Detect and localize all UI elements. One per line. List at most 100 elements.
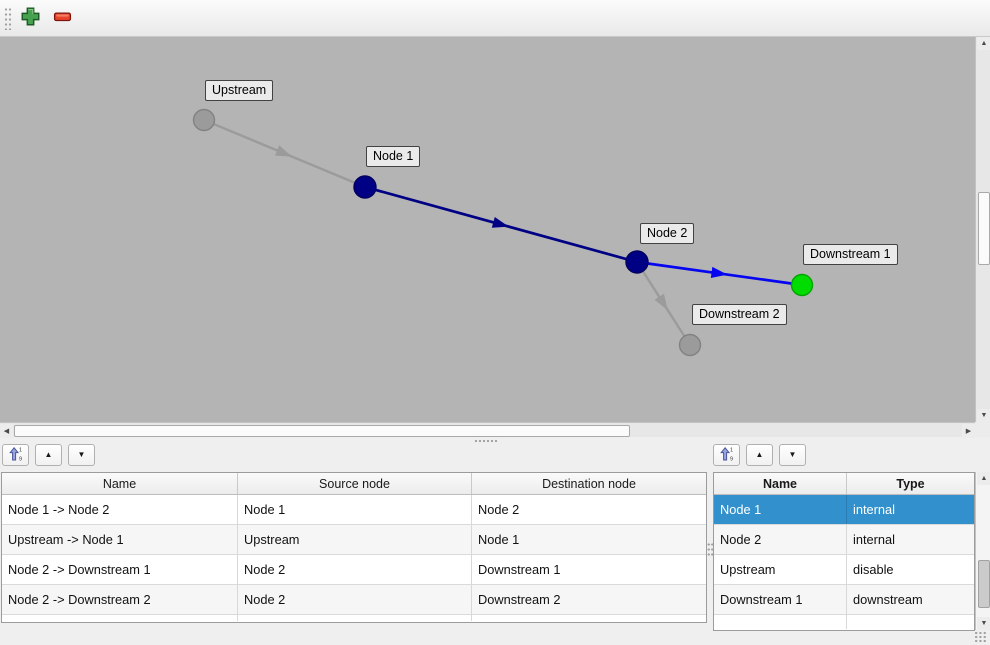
edge-arrow-icon	[491, 216, 509, 228]
scroll-up-button[interactable]: ▲	[977, 37, 990, 50]
edge-arrow-icon	[710, 266, 728, 278]
node-list-move-up-button[interactable]: ▲	[746, 444, 773, 466]
node-label-downstream2[interactable]: Downstream 2	[692, 304, 787, 325]
table-cell[interactable]: Node 1 -> Node 2	[2, 495, 238, 524]
table-cell[interactable]: Node 2	[714, 525, 847, 554]
table-cell[interactable]: Node 2 -> Downstream 1	[2, 555, 238, 584]
node-list-move-down-button[interactable]: ▼	[779, 444, 806, 466]
table-cell[interactable]: Node 1	[238, 495, 472, 524]
column-header-source-node[interactable]: Source node	[238, 473, 472, 494]
table-cell[interactable]: Upstream -> Node 1	[2, 525, 238, 554]
table-cell[interactable]: Node 2	[238, 555, 472, 584]
node-node2[interactable]	[625, 250, 649, 274]
empty-cell	[238, 615, 472, 621]
add-node-button[interactable]	[17, 5, 43, 31]
scroll-down-button[interactable]: ▼	[977, 409, 990, 422]
horizontal-scrollbar-thumb[interactable]	[14, 425, 630, 437]
scroll-up-button[interactable]: ▲	[977, 472, 990, 485]
empty-cell	[2, 615, 238, 621]
column-header-name[interactable]: Name	[2, 473, 238, 494]
node-table-row[interactable]: Node 2 internal	[714, 525, 974, 555]
node-label-node1[interactable]: Node 1	[366, 146, 421, 167]
column-header-name[interactable]: Name	[714, 473, 847, 494]
edge-list-move-up-button[interactable]: ▲	[35, 444, 62, 466]
column-header-type[interactable]: Type	[896, 476, 925, 491]
splitter-grip	[474, 439, 498, 443]
column-header-destination-node[interactable]: Destination node	[542, 476, 636, 491]
table-cell[interactable]: disable	[853, 562, 894, 577]
node-label-downstream1[interactable]: Downstream 1	[803, 244, 898, 265]
move-down-icon: ▼	[77, 450, 86, 459]
main-toolbar	[0, 0, 990, 37]
table-cell[interactable]: Upstream	[714, 555, 847, 584]
edge-table-empty-area	[2, 615, 706, 621]
node-label-node2[interactable]: Node 2	[640, 223, 695, 244]
node-downstream2[interactable]	[678, 333, 702, 357]
scroll-down-button[interactable]: ▼	[977, 617, 990, 630]
move-down-icon: ▼	[788, 450, 797, 459]
remove-node-button[interactable]	[49, 5, 75, 31]
window-resize-grip[interactable]	[974, 631, 987, 643]
table-cell[interactable]: internal	[853, 502, 895, 517]
node-label-upstream[interactable]: Upstream	[205, 80, 274, 101]
table-cell[interactable]: downstream	[853, 592, 923, 607]
table-cell[interactable]: Downstream 1	[714, 585, 847, 614]
vertical-scrollbar-thumb[interactable]	[978, 560, 990, 608]
svg-text:1: 1	[730, 447, 733, 453]
table-cell[interactable]: Node 1	[478, 532, 520, 547]
plus-icon	[21, 7, 40, 29]
node-node1[interactable]	[353, 175, 377, 199]
empty-cell	[472, 615, 706, 621]
down-arrow-icon: ▼	[980, 412, 988, 419]
edge-list-move-down-button[interactable]: ▼	[68, 444, 95, 466]
table-cell[interactable]: Upstream	[238, 525, 472, 554]
node-table-row[interactable]: Upstream disable	[714, 555, 974, 585]
table-cell[interactable]: Node 2 -> Downstream 2	[2, 585, 238, 614]
svg-text:9: 9	[730, 456, 733, 461]
table-splitter[interactable]	[706, 472, 714, 622]
up-arrow-icon: ▲	[980, 475, 988, 482]
empty-cell	[714, 615, 847, 629]
table-cell[interactable]: Node 2	[478, 502, 520, 517]
vertical-scrollbar-thumb[interactable]	[978, 192, 990, 265]
horizontal-pane-splitter[interactable]	[0, 437, 990, 444]
empty-cell	[847, 615, 974, 629]
down-arrow-icon: ▼	[980, 620, 988, 627]
left-arrow-icon: ◀	[3, 428, 10, 435]
edge-arrow-icon	[654, 293, 668, 311]
graph-vertical-scrollbar[interactable]: ▲ ▼	[975, 37, 990, 422]
node-table-row-selected[interactable]: Node 1 internal	[714, 495, 974, 525]
node-upstream[interactable]	[192, 108, 216, 132]
graph-horizontal-scrollbar[interactable]: ◀ ▶	[0, 422, 975, 438]
edge-arrow-icon	[274, 145, 292, 157]
table-cell[interactable]: Node 2	[238, 585, 472, 614]
node-table-empty-area	[714, 615, 974, 629]
move-up-icon: ▲	[44, 450, 53, 459]
node-table-scrollbar[interactable]: ▲ ▼	[975, 472, 990, 630]
scroll-left-button[interactable]: ◀	[0, 424, 13, 438]
scroll-right-button[interactable]: ▶	[962, 424, 975, 438]
table-cell[interactable]: Downstream 1	[478, 562, 561, 577]
node-table-header: Name Type	[714, 473, 974, 495]
network-diagram	[192, 108, 814, 357]
node-table-row[interactable]: Downstream 1 downstream	[714, 585, 974, 615]
svg-text:9: 9	[19, 456, 22, 461]
table-cell[interactable]: Node 1	[714, 495, 847, 524]
toolbar-drag-handle[interactable]	[4, 7, 12, 30]
node-downstream1[interactable]	[790, 273, 814, 297]
table-cell[interactable]: Downstream 2	[478, 592, 561, 607]
table-cell[interactable]: internal	[853, 532, 895, 547]
move-up-icon: ▲	[755, 450, 764, 459]
